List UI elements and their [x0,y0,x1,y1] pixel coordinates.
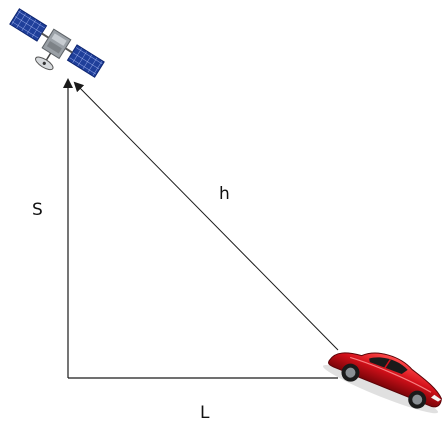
sports-car-icon [322,352,442,414]
label-s: S [32,200,43,220]
hypotenuse-line [73,81,339,351]
label-l: L [200,403,210,423]
satellite-icon [9,8,105,78]
label-h: h [219,184,230,204]
